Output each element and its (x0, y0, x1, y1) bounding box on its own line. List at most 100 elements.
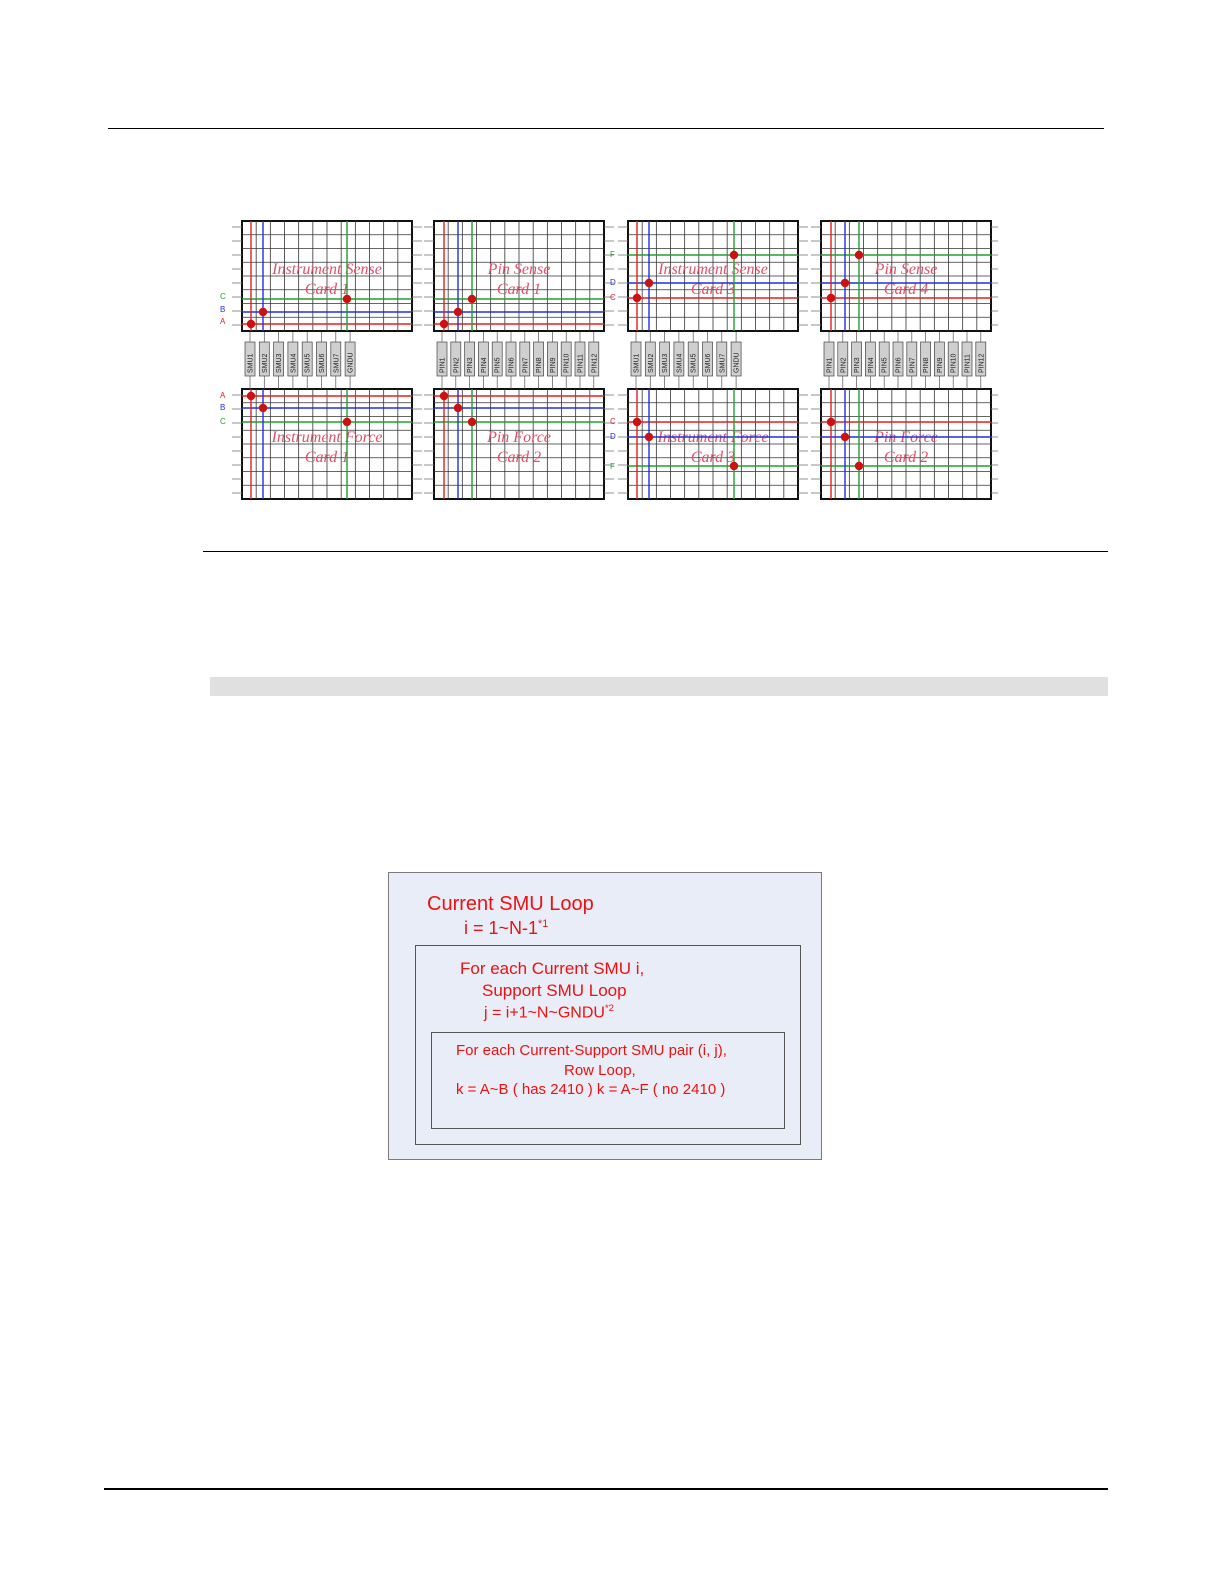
port-label: SMU3 (662, 353, 669, 373)
crosspoint-dot (632, 293, 642, 303)
row-label-right-bottom: D (610, 432, 616, 441)
port-label: PIN3 (467, 357, 474, 373)
row-label-right-bottom: C (610, 417, 616, 426)
crosspoint-dot (258, 307, 268, 317)
card-title-line1: Instrument Force (271, 429, 383, 446)
current-smu-loop-box: Current SMU Loop i = 1~N-1*1 For each Cu… (388, 872, 822, 1160)
card-title-line1: Pin Sense (487, 261, 551, 278)
crosspoint-dot (840, 278, 850, 288)
row-label-right-top: C (610, 293, 616, 302)
card-title-line2: Card 4 (884, 281, 928, 298)
row-loop-line2: Row Loop, (564, 1062, 636, 1079)
current-smu-loop-range: i = 1~N-1*1 (464, 918, 548, 939)
row-label-right-top: F (610, 250, 615, 259)
crosspoint-dot (246, 391, 256, 401)
support-smu-loop-box: For each Current SMU i, Support SMU Loop… (415, 945, 801, 1145)
crosspoint-dot (826, 417, 836, 427)
port-label: SMU7 (333, 353, 340, 373)
crosspoint-dot (342, 294, 352, 304)
crosspoint-dot (258, 403, 268, 413)
port-label: PIN12 (978, 353, 985, 373)
port-label: GNDU (348, 352, 355, 373)
footnote-marker-2: *2 (604, 1003, 615, 1014)
row-loop-box: For each Current-Support SMU pair (i, j)… (431, 1032, 785, 1129)
card-title-line2: Card 2 (497, 449, 541, 466)
row-label-left-top: A (220, 317, 226, 326)
row-label-left-bottom: A (220, 391, 226, 400)
port-label: PIN1 (440, 357, 447, 373)
card-title-line2: Card 1 (305, 281, 349, 298)
crosspoint-dot (439, 391, 449, 401)
support-loop-range: j = i+1~N~GNDU*2 (484, 1003, 614, 1022)
port-label: SMU4 (290, 353, 297, 373)
crosspoint-dot (729, 250, 739, 260)
port-label: PIN10 (951, 353, 958, 373)
crosspoint-dot (342, 417, 352, 427)
header-rule (108, 128, 1104, 129)
card-title-line2: Card 3 (691, 281, 735, 298)
support-loop-range-text: j = i+1~N~GNDU (484, 1004, 605, 1022)
port-label: SMU2 (262, 353, 269, 373)
crosspoint-dot (644, 278, 654, 288)
support-loop-line1: For each Current SMU i, (460, 959, 645, 978)
port-label: PIN9 (937, 357, 944, 373)
row-label-left-bottom: B (220, 403, 225, 412)
port-label: PIN4 (481, 357, 488, 373)
card-title-line1: Instrument Sense (657, 261, 768, 278)
port-label: SMU5 (691, 353, 698, 373)
port-label: PIN1 (827, 357, 834, 373)
port-label: SMU1 (248, 353, 255, 373)
port-label: PIN7 (522, 357, 529, 373)
crosspoint-dot (840, 432, 850, 442)
port-label: PIN11 (965, 354, 972, 373)
crosspoint-dot (453, 403, 463, 413)
shaded-heading-bar (210, 677, 1108, 696)
crosspoint-dot (854, 461, 864, 471)
port-label: SMU4 (676, 353, 683, 373)
port-label: PIN7 (909, 357, 916, 373)
current-smu-loop-title-text: Current SMU Loop (427, 893, 594, 915)
port-label: PIN6 (896, 357, 903, 373)
crosspoint-dot (632, 417, 642, 427)
support-loop-line2: Support SMU Loop (482, 981, 627, 1000)
card-title-line2: Card 1 (305, 449, 349, 466)
port-label: PIN8 (923, 357, 930, 373)
card-title-line1: Pin Force (486, 429, 551, 446)
crosspoint-dot (439, 319, 449, 329)
crosspoint-dot (453, 307, 463, 317)
port-label: PIN2 (840, 357, 847, 373)
port-label: SMU6 (705, 353, 712, 373)
row-label-right-top: D (610, 278, 616, 287)
card-title-line1: Instrument Sense (271, 261, 382, 278)
port-label: PIN5 (495, 357, 502, 373)
crosspoint-dot (826, 293, 836, 303)
port-label: PIN5 (882, 357, 889, 373)
crosspoint-dot (729, 461, 739, 471)
port-label: PIN10 (564, 353, 571, 373)
card-title-line2: Card 2 (884, 449, 928, 466)
port-label: SMU2 (648, 353, 655, 373)
card-title-line1: Pin Sense (874, 261, 938, 278)
crosspoint-dot (246, 319, 256, 329)
port-label: PIN12 (591, 353, 598, 373)
card-title-line2: Card 3 (691, 449, 735, 466)
port-label: PIN4 (868, 357, 875, 373)
card-title-line2: Card 1 (497, 281, 541, 298)
port-label: PIN11 (578, 354, 585, 373)
row-loop-line3: k = A~B ( has 2410 ) k = A~F ( no 2410 ) (456, 1081, 726, 1098)
crosspoint-dot (854, 250, 864, 260)
figure-separator-rule (203, 551, 1108, 552)
row-label-left-top: C (220, 292, 226, 301)
port-label: SMU1 (634, 353, 641, 373)
footnote-marker-1: *1 (538, 918, 549, 930)
port-label: GNDU (734, 352, 741, 373)
crosspoint-dot (644, 432, 654, 442)
footer-rule (104, 1488, 1108, 1490)
crosspoint-dot (467, 294, 477, 304)
row-loop-line1: For each Current-Support SMU pair (i, j)… (456, 1042, 727, 1059)
current-smu-loop-title: Current SMU Loop (427, 893, 594, 916)
port-label: PIN9 (550, 357, 557, 373)
row-label-left-bottom: C (220, 417, 226, 426)
crosspoint-dot (467, 417, 477, 427)
